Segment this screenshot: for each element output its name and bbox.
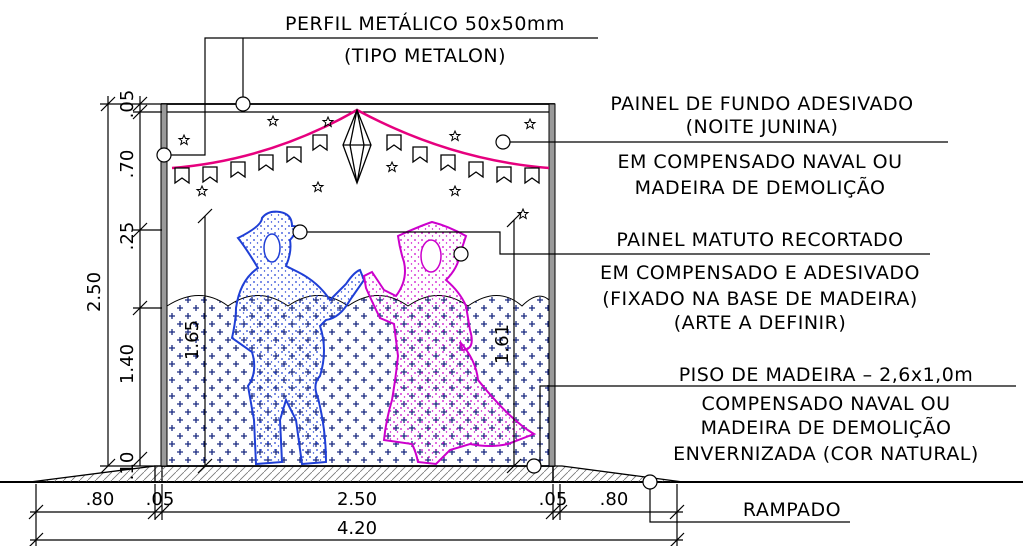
label-rampado: RAMPADO bbox=[743, 499, 841, 521]
label-fundo-4: MADEIRA DE DEMOLIÇÃO bbox=[635, 176, 886, 199]
h-80-right-text: .80 bbox=[600, 489, 629, 510]
label-matuto-1: PAINEL MATUTO RECORTADO bbox=[616, 229, 903, 251]
label-matuto-2: EM COMPENSADO E ADESIVADO bbox=[600, 262, 920, 284]
label-matuto-3: (FIXADO NA BASE DE MADEIRA) bbox=[602, 288, 918, 310]
figure-height-right-text: 1.61 bbox=[492, 324, 513, 364]
right-ramp bbox=[552, 465, 684, 483]
vertical-05-text: .05 bbox=[117, 90, 138, 119]
woman-face bbox=[420, 239, 442, 273]
vertical-140-text: 1.40 bbox=[117, 344, 138, 384]
figure-height-left-text: 1.65 bbox=[182, 320, 203, 360]
figure-height-left bbox=[197, 208, 213, 474]
left-ramp bbox=[29, 465, 163, 483]
label-fundo-2: (NOITE JUNINA) bbox=[686, 116, 839, 138]
label-piso-3: MADEIRA DE DEMOLIÇÃO bbox=[701, 416, 952, 439]
wooden-floor bbox=[154, 465, 554, 483]
label-piso-1: PISO DE MADEIRA – 2,6x1,0m bbox=[679, 364, 974, 386]
label-fundo-3: EM COMPENSADO NAVAL OU bbox=[617, 151, 902, 173]
lantern bbox=[342, 108, 372, 185]
vertical-dimensions bbox=[100, 96, 162, 474]
vertical-25-text: .25 bbox=[117, 222, 138, 251]
vertical-70-text: .70 bbox=[117, 150, 138, 179]
label-perfil-1: PERFIL METÁLICO 50x50mm bbox=[285, 12, 565, 35]
vertical-10-text: .10 bbox=[117, 452, 138, 481]
h-05-left-text: .05 bbox=[146, 489, 175, 510]
figure-height-right bbox=[506, 212, 522, 474]
label-piso-4: ENVERNIZADA (COR NATURAL) bbox=[673, 443, 979, 465]
woman-cutout bbox=[362, 220, 537, 466]
vertical-total-text: 2.50 bbox=[84, 272, 105, 312]
leader-lines bbox=[156, 37, 1016, 523]
h-05-right-text: .05 bbox=[539, 489, 568, 510]
right-post bbox=[548, 103, 556, 467]
man-cutout bbox=[230, 210, 366, 466]
left-post bbox=[160, 103, 168, 467]
man-face bbox=[263, 233, 281, 263]
label-perfil-2: (TIPO METALON) bbox=[344, 45, 506, 67]
label-matuto-4: (ARTE A DEFINIR) bbox=[674, 312, 847, 334]
h-80-left-text: .80 bbox=[86, 489, 115, 510]
label-piso-2: COMPENSADO NAVAL OU bbox=[701, 393, 950, 415]
h-250-text: 2.50 bbox=[337, 489, 377, 510]
h-total-text: 4.20 bbox=[337, 518, 377, 539]
label-fundo-1: PAINEL DE FUNDO ADESIVADO bbox=[610, 93, 913, 115]
horizontal-dimensions bbox=[28, 484, 685, 546]
